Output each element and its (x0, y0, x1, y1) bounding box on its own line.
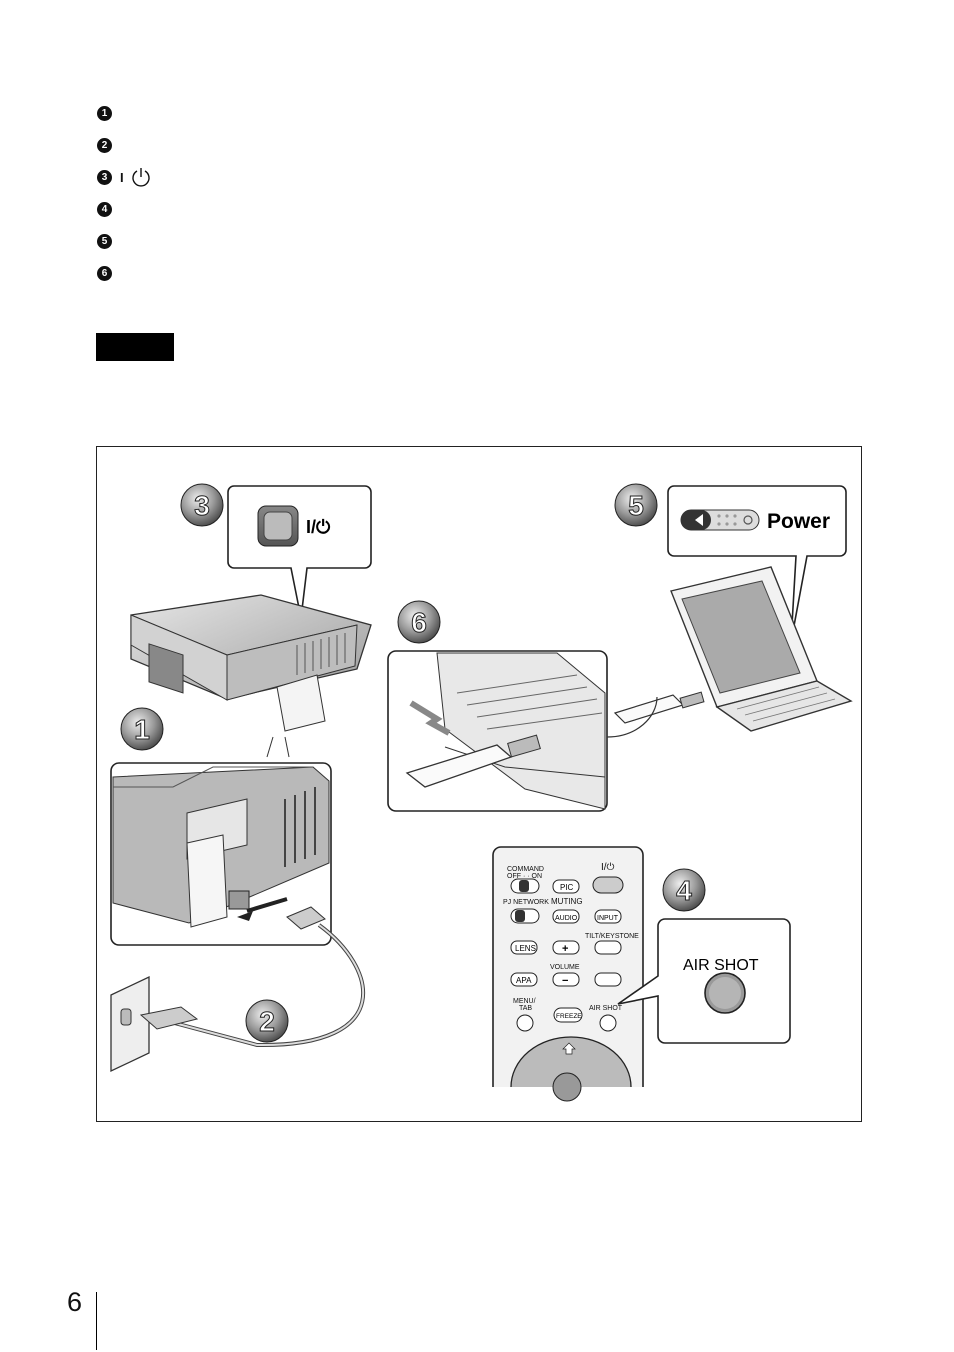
svg-text:5: 5 (628, 490, 644, 521)
step-1: 1 (97, 97, 152, 129)
step-number: 2 (97, 137, 112, 153)
callout-number-4: 4 (662, 868, 706, 912)
remote-apa-button[interactable]: APA (510, 972, 538, 987)
remote-lens-button[interactable]: LENS (510, 940, 538, 955)
remote-pj-network-label: PJ NETWORK (503, 899, 549, 906)
svg-text:FREEZE: FREEZE (556, 1013, 582, 1020)
remote-tilt-button[interactable] (594, 940, 622, 955)
remote-power-button[interactable] (592, 876, 624, 894)
remote-control: COMMAND OFF · · ON PJ NETWORK MUTING TIL… (492, 846, 644, 1102)
remote-input-button[interactable]: INPUT (594, 909, 622, 924)
air-shot-label: AIR SHOT (683, 957, 759, 974)
remote-volume-label: VOLUME (550, 964, 580, 971)
remote-pic-button[interactable]: PIC (552, 879, 580, 894)
remote-freeze-button[interactable]: FREEZE (553, 1007, 583, 1023)
step-3-power-symbol: I (120, 166, 152, 188)
remote-command-label: COMMAND (507, 866, 544, 873)
page-number: 6 (67, 1287, 83, 1317)
step-5: 5 (97, 225, 152, 257)
svg-text:PIC: PIC (560, 883, 574, 892)
step-number: 4 (97, 201, 112, 217)
note-heading-bar (96, 333, 174, 361)
callout-power-button: I/⏻ (227, 485, 372, 619)
step-4: 4 (97, 193, 152, 225)
remote-dpad[interactable] (510, 1036, 632, 1088)
svg-text:4: 4 (676, 875, 692, 906)
svg-text:1: 1 (134, 714, 150, 745)
remote-keystone-button[interactable] (594, 972, 622, 987)
remote-air-shot-button[interactable] (599, 1014, 617, 1032)
remote-off-on-label: OFF · · ON (507, 873, 542, 880)
svg-text:3: 3 (194, 490, 210, 521)
callout-number-2: 2 (245, 999, 289, 1043)
svg-text:2: 2 (259, 1006, 275, 1037)
remote-menu-button[interactable] (516, 1014, 534, 1032)
step-2: 2 (97, 129, 152, 161)
svg-text:APA: APA (516, 976, 532, 985)
svg-text:INPUT: INPUT (597, 915, 619, 922)
page-number-rule (96, 1292, 97, 1350)
step-number: 1 (97, 105, 112, 121)
callout-number-1: 1 (120, 707, 164, 751)
remote-power-label: I/⏻ (601, 862, 615, 873)
setup-illustration: I/⏻ Power (96, 446, 862, 1122)
remote-menu-label: MENU/ (513, 998, 536, 1005)
svg-text:+: + (562, 943, 568, 955)
remote-tab-label: TAB (519, 1005, 532, 1012)
remote-volume-down-button[interactable]: − (552, 972, 580, 987)
wall-outlet (110, 975, 199, 1073)
step-6: 6 (97, 257, 152, 289)
setup-diagram: I/⏻ Power (110, 483, 853, 1102)
remote-air-shot-label: AIR SHOT (589, 1005, 623, 1012)
callout-laptop-power: Power (667, 485, 847, 643)
remote-audio-button[interactable]: AUDIO (552, 909, 580, 924)
power-on-mark: I (120, 169, 124, 185)
svg-text:AUDIO: AUDIO (555, 915, 578, 922)
remote-volume-up-button[interactable]: + (552, 940, 580, 955)
svg-text:−: − (562, 975, 568, 987)
step-list: 1 2 3 I 4 5 6 (97, 97, 152, 289)
projector-illustration (130, 594, 372, 758)
laptop-power-label: Power (767, 510, 830, 533)
svg-text:LENS: LENS (515, 944, 536, 953)
callout-number-6: 6 (397, 600, 441, 644)
power-symbol-label: I/⏻ (306, 517, 331, 537)
svg-text:6: 6 (411, 607, 427, 638)
projector-closeup (110, 762, 332, 946)
remote-muting-label: MUTING (551, 897, 583, 906)
callout-number-5: 5 (614, 483, 658, 527)
callout-number-3: 3 (180, 483, 224, 527)
callout-air-shot: AIR SHOT (617, 918, 791, 1044)
laptop-illustration (613, 566, 853, 732)
step-number: 5 (97, 233, 112, 249)
step-number: 6 (97, 265, 112, 281)
remote-tilt-keystone-label: TILT/KEYSTONE (585, 933, 639, 940)
step-3: 3 I (97, 161, 152, 193)
usb-closeup (387, 650, 608, 812)
power-icon (131, 168, 150, 187)
step-number: 3 (97, 169, 112, 185)
